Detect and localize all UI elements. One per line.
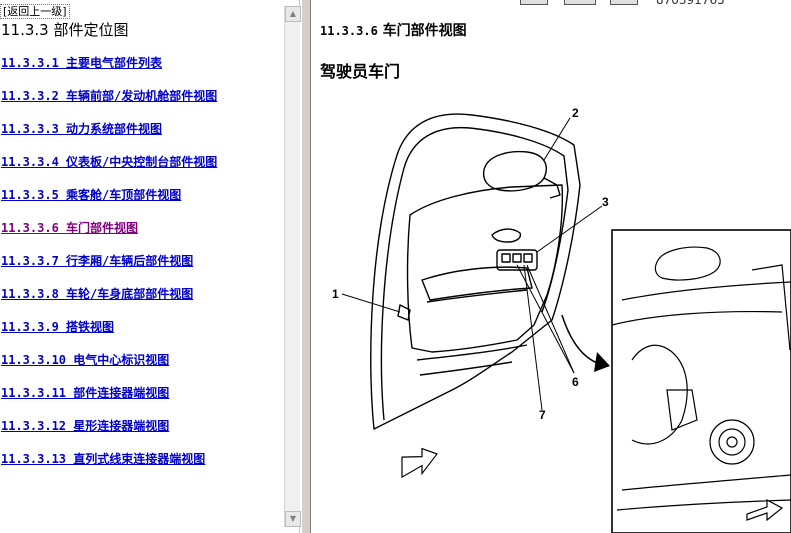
speaker-inner [718,428,746,456]
toc-list: 11.3.3.1 主要电气部件列表 11.3.3.2 车辆前部/发动机舱部件视图 1… [1,56,283,485]
side-mirror [482,150,547,192]
subtitle: 驾驶员车门 [320,62,401,81]
isometric-arrow-icon [401,447,438,479]
toc-link[interactable]: 11.3.3.3 动力系统部件视图 [1,122,163,136]
callout-6: 6 [572,375,579,389]
toc-link[interactable]: 11.3.3.8 车轮/车身底部部件视图 [1,287,194,301]
section-title: 车门部件视图 [382,23,467,39]
triangle-down-icon: ▼ [289,514,297,523]
toc-link[interactable]: 11.3.3.2 车辆前部/发动机舱部件视图 [1,89,218,103]
callout-2: 2 [572,106,579,120]
section-number: 11.3.3.6 [320,24,378,38]
door-frame-outline [370,113,581,430]
toc-link[interactable]: 11.3.3.7 行李厢/车辆后部件视图 [1,254,194,268]
frame-splitter[interactable] [301,0,311,533]
callout-1: 1 [332,287,339,301]
toc-link[interactable]: 11.3.3.9 搭铁视图 [1,320,115,334]
toolbar-button-2[interactable] [564,0,596,5]
armrest-lower [426,289,528,303]
detail-arrow [561,314,601,365]
door-frame-inner [380,126,569,421]
switch-pad [496,249,538,271]
mirror-mount [543,177,561,199]
door-handle [491,228,522,243]
toc-link[interactable]: 11.3.3.10 电气中心标识视图 [1,353,170,367]
triangle-up-icon: ▲ [289,9,297,18]
toc-link[interactable]: 11.3.3.12 星形连接器端视图 [1,419,170,433]
door-panel [406,184,564,353]
toolbar-strip [520,0,791,6]
speaker-outer [709,419,755,465]
toc-link[interactable]: 11.3.3.1 主要电气部件列表 [1,56,163,70]
back-link[interactable]: [返回上一级] [0,4,70,19]
toc-link[interactable]: 11.3.3.4 仪表板/中央控制台部件视图 [1,155,218,169]
toolbar-button-3[interactable] [610,0,638,5]
scroll-down-button[interactable]: ▼ [285,511,301,527]
toc-link[interactable]: 11.3.3.11 部件连接器端视图 [1,386,170,400]
callout-3: 3 [602,195,609,209]
door-diagram: 1 2 3 4 5 6 7 [332,106,791,533]
callout-7: 7 [539,408,546,422]
nav-scrollbar[interactable]: ▲ ▼ [284,6,301,527]
detail-box [611,229,791,533]
toc-link[interactable]: 11.3.3.13 直列式线束连接器端视图 [1,452,206,466]
toc-link[interactable]: 11.3.3.6 车门部件视图 [1,221,139,235]
toolbar-partial-text: 870391765 [656,0,725,7]
page-title: 11.3.3.6 车门部件视图 [320,20,467,40]
armrest [421,266,533,301]
toc-link[interactable]: 11.3.3.5 乘客舱/车顶部件视图 [1,188,182,202]
isometric-arrow-icon-2 [746,499,784,522]
detail-mirror [654,246,721,281]
toolbar-button-1[interactable] [520,0,548,5]
scroll-up-button[interactable]: ▲ [285,6,301,22]
nav-heading: 11.3.3 部件定位图 [1,21,129,39]
door-connector [397,304,411,321]
content-frame: 11.3.3.6 车门部件视图 驾驶员车门 [312,0,791,533]
